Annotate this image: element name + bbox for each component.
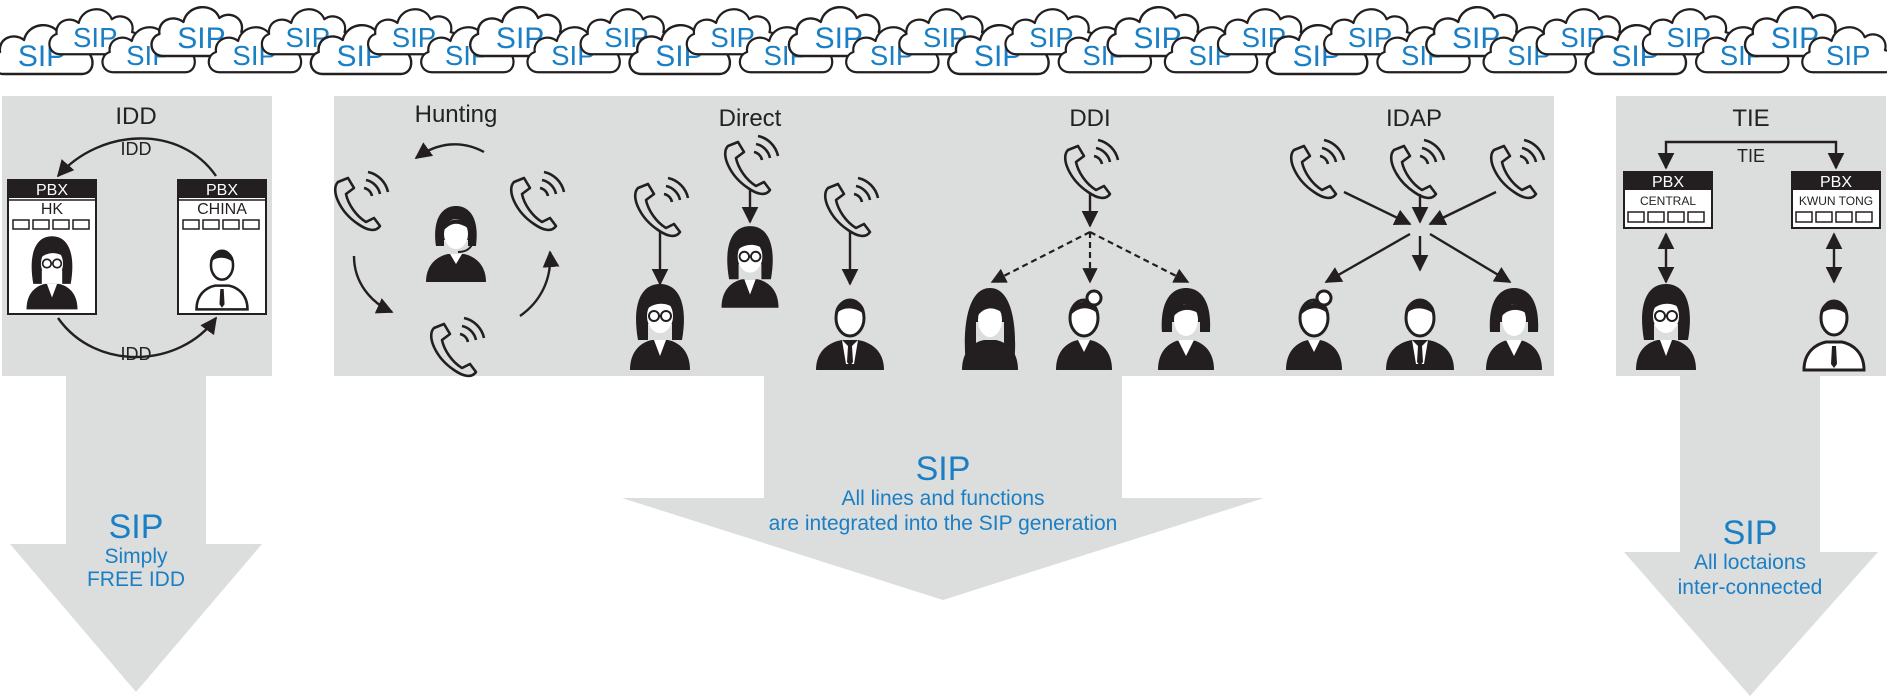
tie-link-label: TIE (1737, 146, 1765, 166)
arrow-right: SIP All loctaions inter-connected (1624, 376, 1878, 696)
arrow-right-line1: All loctaions (1694, 551, 1806, 574)
hunting-arrow-1 (414, 142, 485, 159)
arrow-right-line2: inter-connected (1678, 576, 1823, 599)
features-panel-bg (334, 96, 1554, 376)
pbx-china-title: PBX (206, 182, 238, 199)
idap-in-3 (1428, 190, 1497, 226)
tie-link (1657, 140, 1845, 170)
idd-arrow-top-label: IDD (121, 139, 152, 159)
sip-cloud: SIP (1216, 8, 1312, 56)
idap-title: IDAP (1386, 105, 1442, 132)
idd-arrow-bottom (57, 316, 217, 359)
ddi-arrow-left (990, 231, 1091, 283)
tie-title: TIE (1732, 105, 1769, 132)
pbx-central-title: PBX (1652, 174, 1684, 191)
ddi-section: DDI (962, 105, 1214, 372)
sip-cloud-band: SIPSIPSIPSIPSIPSIPSIPSIPSIPSIPSIPSIPSIPS… (0, 6, 1887, 76)
pbx-china-name: CHINA (197, 201, 247, 218)
pbx-central-name: CENTRAL (1640, 194, 1696, 208)
pbx-kwun-tong-name: KWUN TONG (1799, 194, 1873, 208)
features-panel: Hunting Direct DDI (333, 96, 1554, 378)
sip-cloud-label: SIP (1826, 40, 1870, 71)
ddi-arrow-right (1089, 231, 1190, 283)
arrow-left-line1: Simply (104, 545, 168, 568)
pbx-hk-title: PBX (36, 182, 68, 199)
idd-arrow-top (56, 137, 217, 178)
hunting-section: Hunting (333, 101, 566, 378)
arrow-right-title: SIP (1723, 514, 1778, 552)
arrow-left: SIP Simply FREE IDD (10, 376, 262, 692)
idd-arrow-bottom-label: IDD (121, 344, 152, 364)
tie-panel: TIE TIE PBX CENTRAL PBX KWUN TONG (1616, 96, 1886, 376)
arrow-center-line2: are integrated into the SIP generation (769, 512, 1118, 535)
idap-section: IDAP (1284, 105, 1546, 372)
pbx-kwun-tong-title: PBX (1820, 174, 1852, 191)
arrow-left-line2: FREE IDD (87, 568, 185, 591)
idap-in-1 (1343, 190, 1412, 226)
pbx-central: PBX CENTRAL (1623, 171, 1713, 229)
sip-cloud: SIP (1801, 26, 1887, 74)
ddi-title: DDI (1069, 105, 1110, 132)
sip-cloud: SIP (309, 24, 413, 76)
tie-panel-bg (1616, 96, 1886, 376)
pbx-kwun-tong: PBX KWUN TONG (1791, 171, 1881, 229)
idd-title: IDD (115, 103, 156, 130)
arrow-center-line1: All lines and functions (841, 487, 1044, 510)
pbx-hk-name: HK (41, 201, 64, 218)
hunting-title: Hunting (415, 101, 498, 128)
hunting-arrow-3 (519, 250, 560, 317)
arrow-left-title: SIP (109, 508, 164, 546)
pbx-hk: PBX HK (7, 179, 97, 315)
direct-title: Direct (719, 105, 782, 132)
idap-out-3 (1429, 232, 1512, 284)
idap-out-1 (1324, 232, 1411, 284)
hunting-arrow-2 (352, 255, 394, 314)
arrow-center: SIP All lines and functions are integrat… (622, 376, 1264, 600)
idd-panel: IDD IDD IDD PBX HK PBX CHINA (2, 96, 272, 376)
direct-section: Direct (629, 105, 886, 372)
arrow-center-title: SIP (916, 450, 971, 488)
pbx-china: PBX CHINA (177, 179, 267, 315)
